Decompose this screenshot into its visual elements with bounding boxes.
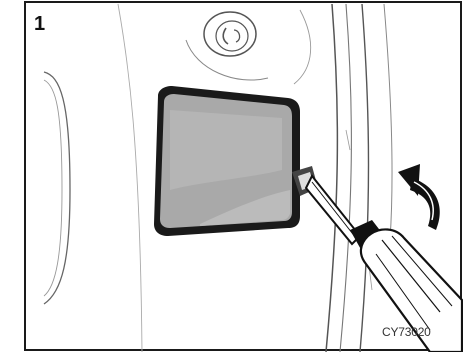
rotate-arrow-icon bbox=[398, 164, 440, 230]
step-number: 1 bbox=[34, 14, 45, 34]
figure-code: CY73020 bbox=[382, 325, 463, 339]
fuel-cap-cover-icon bbox=[204, 12, 256, 56]
access-cover bbox=[154, 86, 300, 236]
